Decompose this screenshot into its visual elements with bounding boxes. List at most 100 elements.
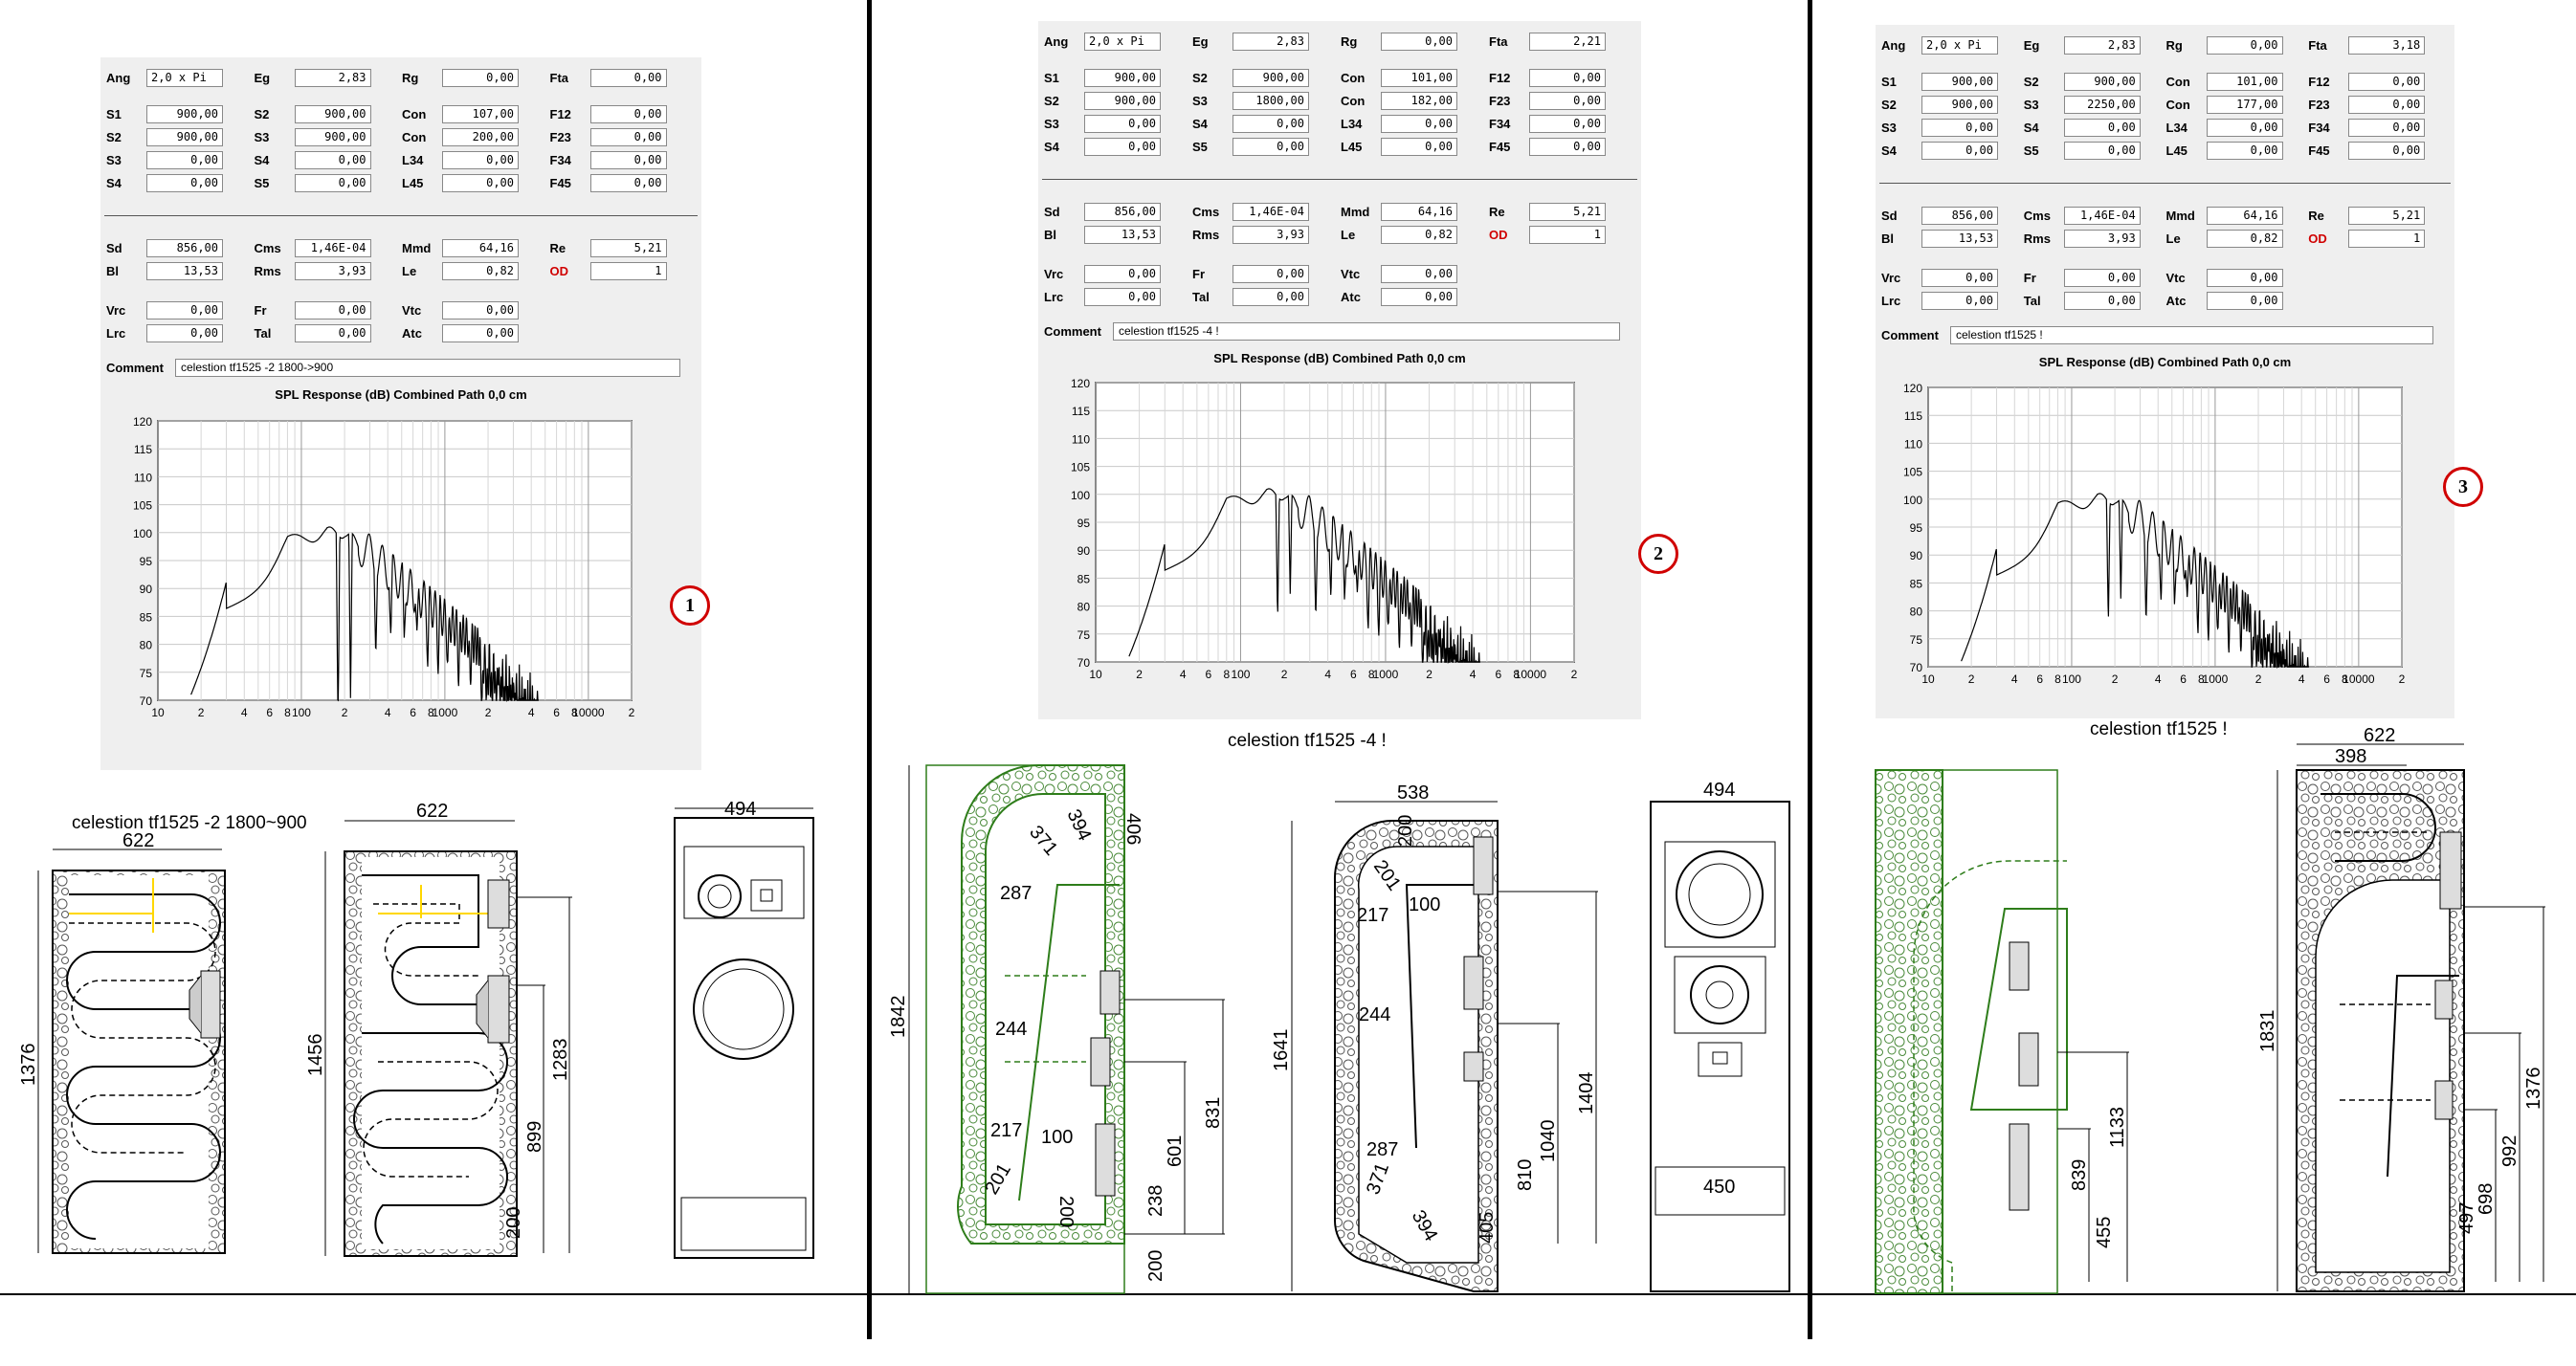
tal-field[interactable]: 0,00 xyxy=(294,324,371,342)
s4_left-field[interactable]: 0,00 xyxy=(1084,138,1161,156)
con_2-field[interactable]: 200,00 xyxy=(442,128,519,146)
f34-field[interactable]: 0,00 xyxy=(1529,115,1606,133)
l45-field[interactable]: 0,00 xyxy=(442,174,519,192)
f34-field[interactable]: 0,00 xyxy=(589,151,667,169)
mmd-field[interactable]: 64,16 xyxy=(1381,203,1457,221)
rms-field[interactable]: 3,93 xyxy=(1232,226,1309,244)
lrc-field[interactable]: 0,00 xyxy=(1084,288,1161,306)
ang-field[interactable]: 2,0 x Pi xyxy=(146,69,223,87)
s4_right-field[interactable]: 0,00 xyxy=(294,151,371,169)
con_2-field[interactable]: 182,00 xyxy=(1381,92,1457,110)
con_1-field[interactable]: 107,00 xyxy=(442,105,519,123)
vtc-field[interactable]: 0,00 xyxy=(1381,265,1457,283)
s2_right-field[interactable]: 900,00 xyxy=(294,105,371,123)
od-field[interactable]: 1 xyxy=(589,262,667,280)
f45-field[interactable]: 0,00 xyxy=(1529,138,1606,156)
s3_right-field[interactable]: 2250,00 xyxy=(2063,96,2141,114)
sd-field[interactable]: 856,00 xyxy=(1921,207,1998,225)
comment-field[interactable]: celestion tf1525 -4 ! xyxy=(1113,322,1620,341)
fta-field[interactable]: 2,21 xyxy=(1529,33,1606,51)
sd-field[interactable]: 856,00 xyxy=(1084,203,1161,221)
rms-field[interactable]: 3,93 xyxy=(2063,230,2141,248)
l34-field[interactable]: 0,00 xyxy=(2206,119,2283,137)
f23-field[interactable]: 0,00 xyxy=(2348,96,2426,114)
bl-field[interactable]: 13,53 xyxy=(1921,230,1998,248)
s3_right-field[interactable]: 1800,00 xyxy=(1232,92,1309,110)
s3_right-field[interactable]: 900,00 xyxy=(294,128,371,146)
f23-field[interactable]: 0,00 xyxy=(589,128,667,146)
od-field[interactable]: 1 xyxy=(1529,226,1606,244)
s1_left-field[interactable]: 900,00 xyxy=(1921,73,1998,91)
s2_left-field[interactable]: 900,00 xyxy=(1921,96,1998,114)
s4_right-field[interactable]: 0,00 xyxy=(1232,115,1309,133)
s3_left-field[interactable]: 0,00 xyxy=(146,151,223,169)
atc-field[interactable]: 0,00 xyxy=(442,324,519,342)
rg-field[interactable]: 0,00 xyxy=(442,69,519,87)
s4_right-field[interactable]: 0,00 xyxy=(2063,119,2141,137)
f12-field[interactable]: 0,00 xyxy=(2348,73,2426,91)
s5_right-field[interactable]: 0,00 xyxy=(294,174,371,192)
bl-field[interactable]: 13,53 xyxy=(146,262,223,280)
s2_right-field[interactable]: 900,00 xyxy=(1232,69,1309,87)
eg-field[interactable]: 2,83 xyxy=(1232,33,1309,51)
fr-field[interactable]: 0,00 xyxy=(2063,269,2141,287)
comment-field[interactable]: celestion tf1525 ! xyxy=(1950,326,2433,344)
s3_left-field[interactable]: 0,00 xyxy=(1084,115,1161,133)
vrc-field[interactable]: 0,00 xyxy=(1084,265,1161,283)
fr-field[interactable]: 0,00 xyxy=(1232,265,1309,283)
s4_left-field[interactable]: 0,00 xyxy=(1921,142,1998,160)
re-field[interactable]: 5,21 xyxy=(589,239,667,257)
ang-field[interactable]: 2,0 x Pi xyxy=(1921,36,1998,55)
s3_left-field[interactable]: 0,00 xyxy=(1921,119,1998,137)
f23-field[interactable]: 0,00 xyxy=(1529,92,1606,110)
fta-field[interactable]: 0,00 xyxy=(589,69,667,87)
s1_left-field[interactable]: 900,00 xyxy=(146,105,223,123)
l45-field[interactable]: 0,00 xyxy=(2206,142,2283,160)
atc-field[interactable]: 0,00 xyxy=(2206,292,2283,310)
fta-field[interactable]: 3,18 xyxy=(2348,36,2426,55)
sd-field[interactable]: 856,00 xyxy=(146,239,223,257)
s5_right-field[interactable]: 0,00 xyxy=(2063,142,2141,160)
od-field[interactable]: 1 xyxy=(2348,230,2426,248)
l34-field[interactable]: 0,00 xyxy=(1381,115,1457,133)
con_1-field[interactable]: 101,00 xyxy=(1381,69,1457,87)
vtc-field[interactable]: 0,00 xyxy=(442,301,519,319)
s2_left-field[interactable]: 900,00 xyxy=(146,128,223,146)
mmd-field[interactable]: 64,16 xyxy=(442,239,519,257)
comment-field[interactable]: celestion tf1525 -2 1800->900 xyxy=(175,359,680,377)
s2_left-field[interactable]: 900,00 xyxy=(1084,92,1161,110)
vtc-field[interactable]: 0,00 xyxy=(2206,269,2283,287)
s2_right-field[interactable]: 900,00 xyxy=(2063,73,2141,91)
con_2-field[interactable]: 177,00 xyxy=(2206,96,2283,114)
rg-field[interactable]: 0,00 xyxy=(2206,36,2283,55)
eg-field[interactable]: 2,83 xyxy=(2063,36,2141,55)
ang-field[interactable]: 2,0 x Pi xyxy=(1084,33,1161,51)
cms-field[interactable]: 1,46E-04 xyxy=(1232,203,1309,221)
tal-field[interactable]: 0,00 xyxy=(2063,292,2141,310)
cms-field[interactable]: 1,46E-04 xyxy=(294,239,371,257)
re-field[interactable]: 5,21 xyxy=(1529,203,1606,221)
s1_left-field[interactable]: 900,00 xyxy=(1084,69,1161,87)
tal-field[interactable]: 0,00 xyxy=(1232,288,1309,306)
eg-field[interactable]: 2,83 xyxy=(294,69,371,87)
re-field[interactable]: 5,21 xyxy=(2348,207,2426,225)
le-field[interactable]: 0,82 xyxy=(1381,226,1457,244)
bl-field[interactable]: 13,53 xyxy=(1084,226,1161,244)
f45-field[interactable]: 0,00 xyxy=(589,174,667,192)
vrc-field[interactable]: 0,00 xyxy=(1921,269,1998,287)
l34-field[interactable]: 0,00 xyxy=(442,151,519,169)
f34-field[interactable]: 0,00 xyxy=(2348,119,2426,137)
vrc-field[interactable]: 0,00 xyxy=(146,301,223,319)
con_1-field[interactable]: 101,00 xyxy=(2206,73,2283,91)
cms-field[interactable]: 1,46E-04 xyxy=(2063,207,2141,225)
le-field[interactable]: 0,82 xyxy=(2206,230,2283,248)
f12-field[interactable]: 0,00 xyxy=(1529,69,1606,87)
rg-field[interactable]: 0,00 xyxy=(1381,33,1457,51)
fr-field[interactable]: 0,00 xyxy=(294,301,371,319)
s5_right-field[interactable]: 0,00 xyxy=(1232,138,1309,156)
rms-field[interactable]: 3,93 xyxy=(294,262,371,280)
f12-field[interactable]: 0,00 xyxy=(589,105,667,123)
mmd-field[interactable]: 64,16 xyxy=(2206,207,2283,225)
lrc-field[interactable]: 0,00 xyxy=(1921,292,1998,310)
atc-field[interactable]: 0,00 xyxy=(1381,288,1457,306)
